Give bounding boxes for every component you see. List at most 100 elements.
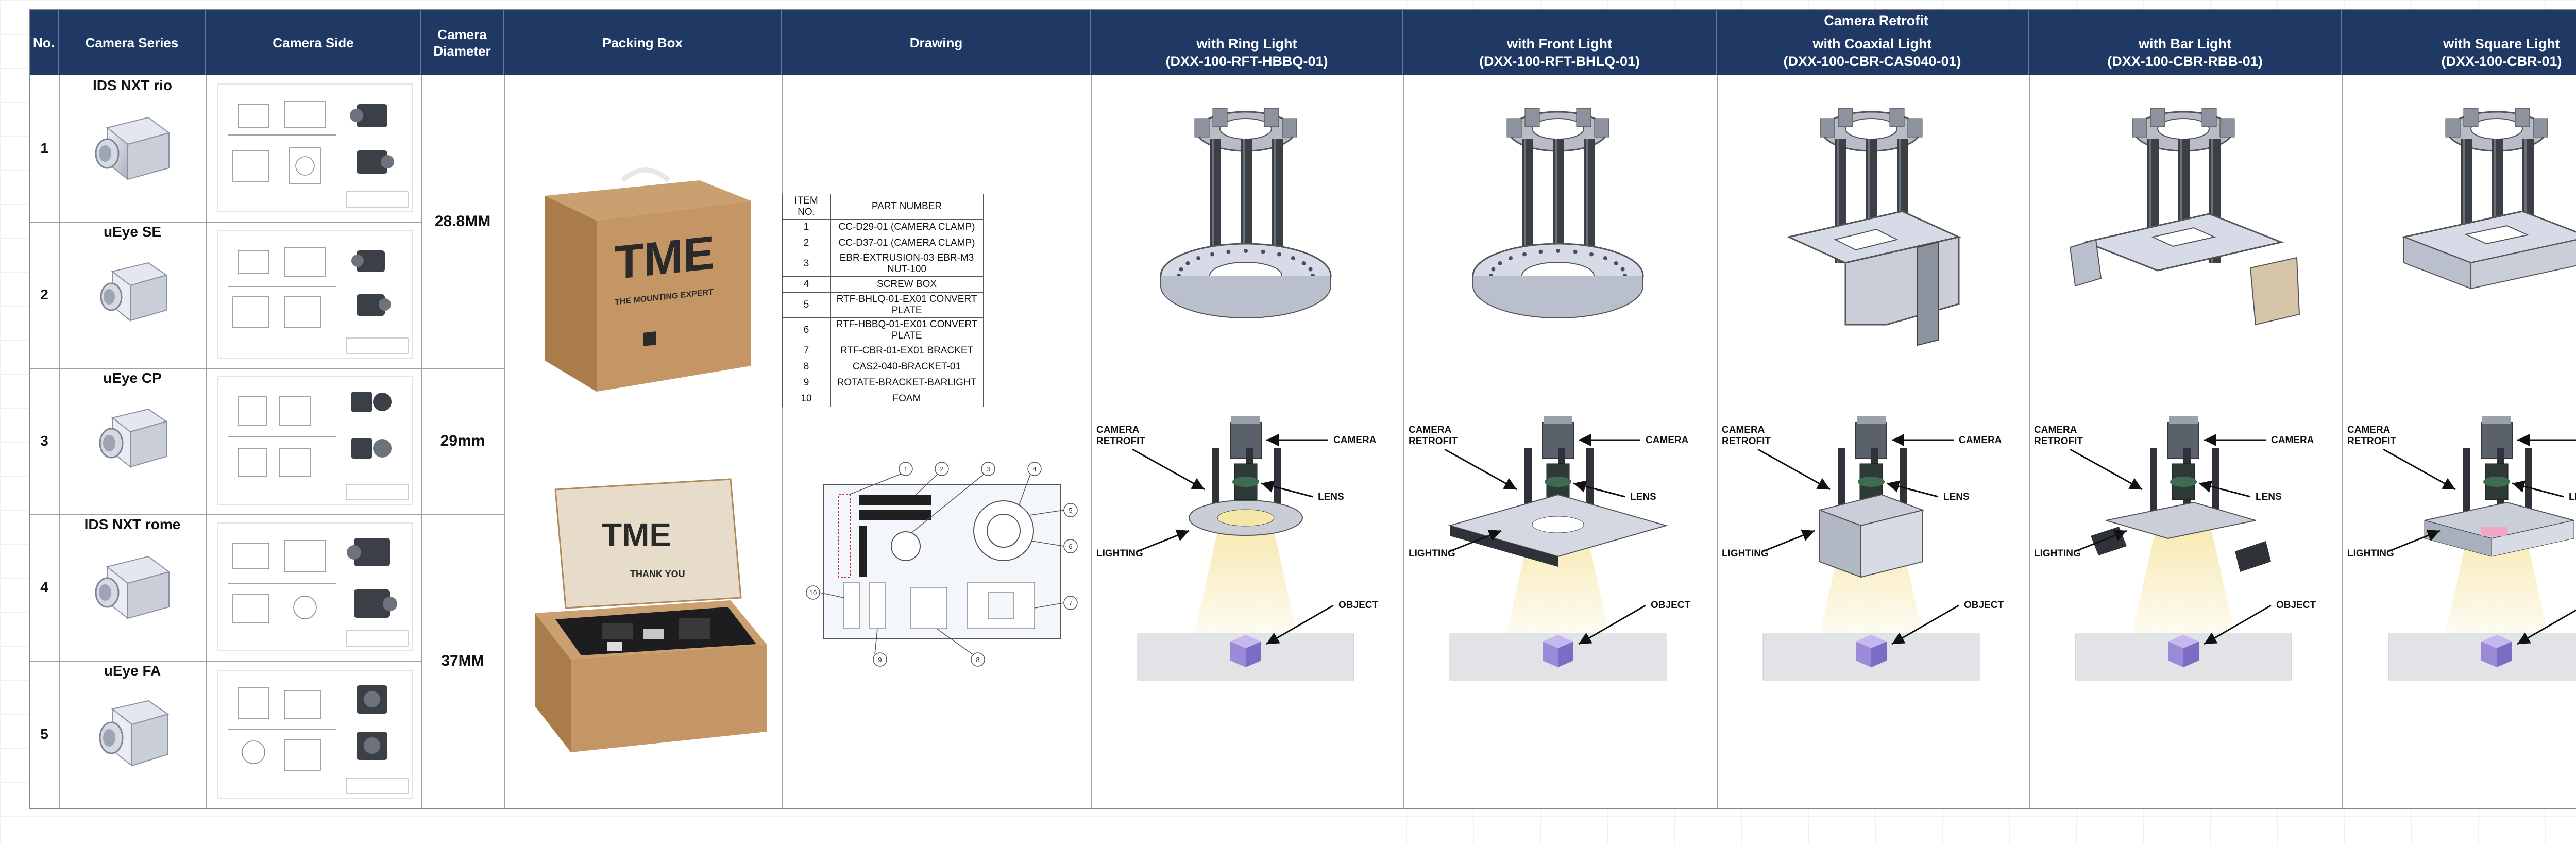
header-camera-series: Camera Series [59, 10, 206, 75]
row-divider [30, 661, 421, 662]
item-no: 2 [782, 235, 831, 251]
callout-lens-label: LENS [1943, 492, 1970, 502]
row-number: 3 [40, 433, 48, 449]
row-number: 2 [40, 286, 48, 302]
header-retrofit-bar-light: with Bar Light (DXX-100-CBR-RBB-01) [2029, 10, 2342, 75]
callout-lighting-label: LIGHTING [1096, 548, 1143, 559]
callout-number: 9 [878, 656, 882, 664]
callout-lighting-label: LIGHTING [1722, 548, 1769, 559]
column-divider [1091, 75, 1092, 808]
callout-number: 6 [1069, 543, 1072, 550]
row-divider [30, 514, 421, 515]
callout-camera-retrofit-label: RETROFIT [2034, 436, 2083, 447]
camera-image [95, 116, 171, 181]
callout-lighting-label: LIGHTING [2034, 548, 2081, 559]
part-number: ROTATE-BRACKET-BARLIGHT [830, 375, 984, 391]
camera-series-name: uEye CP [103, 370, 162, 386]
retrofit-title: with Bar Light [2139, 36, 2231, 52]
callout-number: 8 [976, 656, 979, 664]
open-packing-box-image: TME THANK YOU [535, 478, 767, 752]
header-drawing: Drawing [782, 10, 1091, 75]
header-camera-side: Camera Side [206, 10, 421, 75]
item-no: 4 [782, 276, 831, 293]
callout-number: 4 [1032, 465, 1036, 473]
callout-camera-retrofit-label: RETROFIT [1722, 436, 1771, 447]
row-number: 1 [40, 140, 48, 156]
callout-object-label: OBJECT [1651, 600, 1690, 611]
camera-side-drawing [217, 522, 413, 651]
foam-layout-drawing: 1 2 3 4 5 6 7 8 9 10 [806, 462, 1078, 667]
retrofit-title: with Square Light [2443, 36, 2560, 52]
callout-camera-retrofit-label: CAMERA [1409, 425, 1452, 435]
callout-object-label: OBJECT [1338, 600, 1378, 611]
callout-lens-label: LENS [2256, 492, 2282, 502]
callout-lighting-label: LIGHTING [1409, 548, 1455, 559]
retrofit-mount-render [1786, 108, 1961, 346]
part-number: RTF-CBR-01-EX01 BRACKET [830, 343, 984, 359]
closed-packing-box-image: TME THE MOUNTING EXPERT [545, 167, 751, 392]
item-no: 6 [782, 317, 831, 343]
header-retrofit-square-light: with Square Light (DXX-100-CBR-01) [2342, 10, 2576, 75]
callout-number: 3 [986, 465, 990, 473]
item-no: 1 [782, 219, 831, 235]
callout-camera-label: CAMERA [1333, 435, 1377, 446]
callout-camera-retrofit-label: RETROFIT [2347, 436, 2396, 447]
drawing-callouts: 1 2 3 4 5 6 7 8 9 10 [806, 462, 1078, 667]
row-number: 4 [40, 579, 48, 595]
retrofit-title: with Front Light [1507, 36, 1612, 52]
box-brand-logo: TME [615, 225, 715, 289]
camera-series-name: IDS NXT rome [84, 516, 181, 532]
table-header: No. Camera Series Camera Side Camera Dia… [30, 10, 2576, 75]
retrofit-title: with Ring Light [1196, 36, 1297, 52]
callout-camera-retrofit-label: RETROFIT [1096, 436, 1145, 447]
item-no: 7 [782, 343, 831, 359]
callout-camera-retrofit-label: CAMERA [2347, 425, 2391, 435]
part-number: CAS2-040-BRACKET-01 [830, 359, 984, 375]
camera-side-drawing [217, 83, 413, 212]
callout-camera-label: CAMERA [2271, 435, 2314, 446]
retrofit-part-number: (DXX-100-CBR-CAS040-01) [1783, 54, 1961, 69]
camera-image [99, 408, 168, 468]
part-number: RTF-HBBQ-01-EX01 CONVERT PLATE [830, 317, 984, 343]
header-retrofit-coaxial-light: with Coaxial Light (DXX-100-CBR-CAS040-0… [1717, 10, 2029, 75]
part-number: SCREW BOX [830, 276, 984, 293]
camera-side-drawing [217, 670, 413, 799]
callout-camera-label: CAMERA [1646, 435, 1689, 446]
part-number: FOAM [830, 391, 984, 407]
callout-camera-retrofit-label: RETROFIT [1409, 436, 1458, 447]
callout-lens-label: LENS [1630, 492, 1656, 502]
retrofit-mount-render [2401, 108, 2576, 290]
callout-lens-label: LENS [1318, 492, 1344, 502]
row-divider [421, 514, 504, 515]
callout-number: 7 [1069, 599, 1072, 607]
retrofit-title: with Coaxial Light [1812, 36, 1932, 52]
row-divider [421, 368, 504, 369]
row-number: 5 [40, 726, 48, 742]
camera-series-name: uEye SE [103, 224, 162, 240]
column-divider [421, 75, 422, 808]
callout-object-label: OBJECT [1964, 600, 2004, 611]
header-retrofit-front-light: with Front Light (DXX-100-RFT-BHLQ-01) [1403, 10, 1717, 75]
callout-number: 2 [940, 465, 943, 473]
item-no: 8 [782, 359, 831, 375]
retrofit-mount-render [1160, 108, 1332, 318]
retrofit-part-number: (DXX-100-RFT-BHLQ-01) [1479, 54, 1640, 69]
callout-object-label: OBJECT [2276, 600, 2316, 611]
header-camera-diameter: Camera Diameter [421, 10, 504, 75]
box-thank-you: THANK YOU [630, 569, 685, 579]
